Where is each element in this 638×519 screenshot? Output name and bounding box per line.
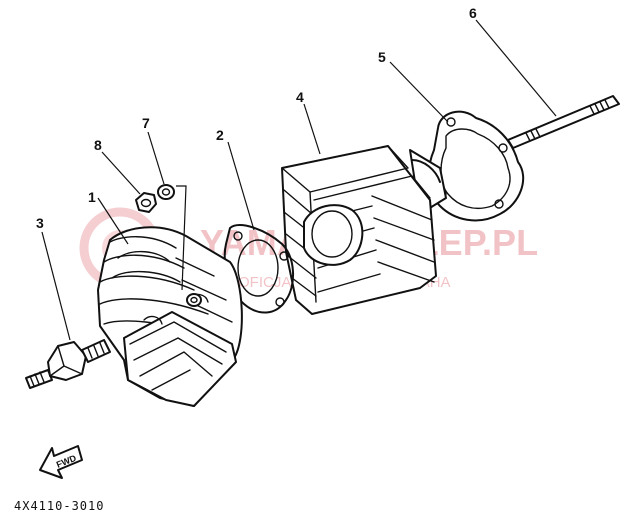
stud-bolt [507, 95, 620, 149]
spark-plug [25, 339, 111, 389]
leader-lines [41, 19, 557, 341]
nut [135, 192, 157, 213]
part-number: 4X4110-3010 [14, 499, 104, 513]
callout-4: 4 [296, 89, 304, 105]
assembly-line [176, 185, 187, 291]
base-gasket [427, 110, 525, 222]
callout-1: 1 [88, 189, 96, 205]
callout-8: 8 [94, 137, 102, 153]
callout-2: 2 [216, 127, 224, 143]
washer [157, 184, 175, 200]
callout-7: 7 [142, 115, 150, 131]
cylinder [281, 145, 447, 315]
fwd-arrow-icon: FWD [39, 445, 83, 479]
callouts: 1 2 3 4 5 6 7 8 [36, 5, 477, 231]
cylinder-head [97, 226, 243, 407]
callout-5: 5 [378, 49, 386, 65]
callout-3: 3 [36, 215, 44, 231]
callout-6: 6 [469, 5, 477, 21]
